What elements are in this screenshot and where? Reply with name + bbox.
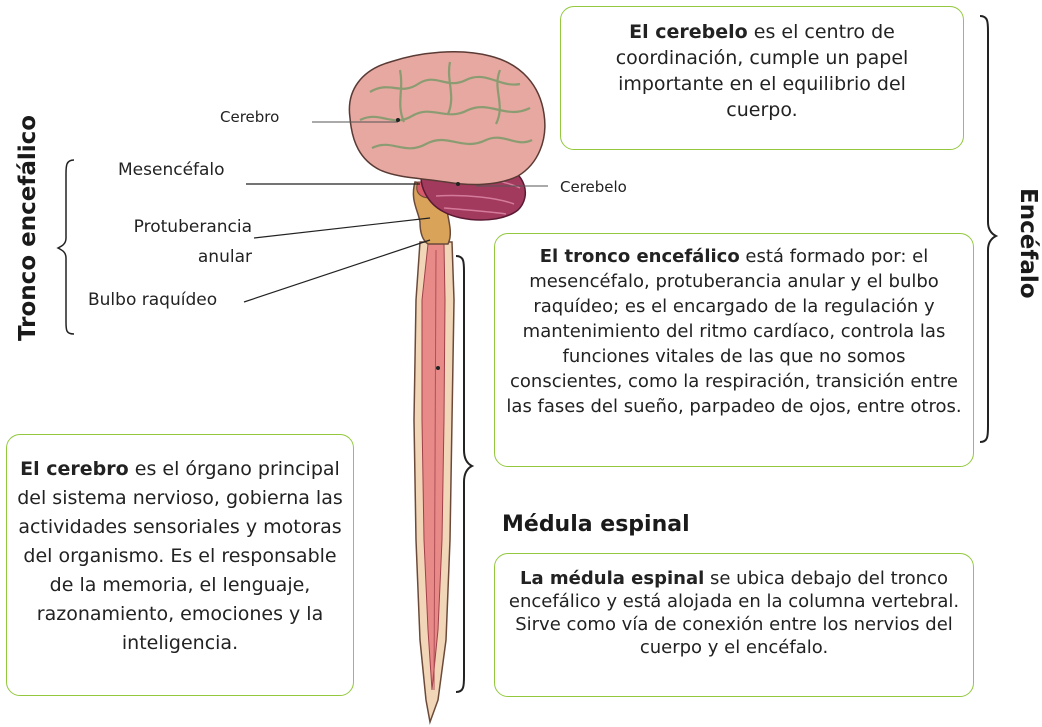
box-cerebro-text: es el órgano principal del sistema nervi… — [17, 458, 343, 654]
box-medula-text: se ubica debajo del tronco encefálico y … — [508, 568, 960, 658]
info-box-cerebro: El cerebro es el órgano principal del si… — [6, 434, 354, 696]
bracket-encefalo — [979, 15, 999, 443]
title-tronco-encefalico: Tronco encefálico — [15, 114, 41, 341]
box-tronco-text: está formado por: el mesencéfalo, protub… — [506, 246, 962, 417]
cerebrum — [348, 50, 546, 186]
label-protuberancia: Protuberancia anular — [133, 217, 252, 267]
box-cerebro-bold: El cerebro — [20, 458, 129, 480]
label-cerebro: Cerebro — [220, 108, 280, 126]
box-medula-bold: La médula espinal — [520, 568, 705, 589]
box-cerebelo-bold: El cerebelo — [629, 21, 748, 43]
info-box-tronco: El tronco encefálico está formado por: e… — [494, 233, 974, 467]
info-box-medula: La médula espinal se ubica debajo del tr… — [494, 553, 974, 697]
box-tronco-bold: El tronco encefálico — [539, 246, 740, 267]
box-cerebelo-text: es el centro de coordinación, cumple un … — [615, 21, 909, 121]
title-medula-espinal: Médula espinal — [502, 512, 690, 537]
pointer-protuberancia — [253, 217, 431, 239]
bracket-medula — [455, 255, 475, 693]
label-cerebelo: Cerebelo — [560, 178, 627, 196]
label-bulbo: Bulbo raquídeo — [88, 290, 218, 310]
pointer-bulbo — [243, 239, 431, 303]
spinal-cord — [421, 243, 446, 691]
bracket-tronco — [56, 159, 75, 335]
label-mesencefalo: Mesencéfalo — [118, 160, 225, 180]
info-box-cerebelo: El cerebelo es el centro de coordinación… — [560, 6, 964, 150]
title-encefalo: Encéfalo — [1015, 188, 1041, 299]
